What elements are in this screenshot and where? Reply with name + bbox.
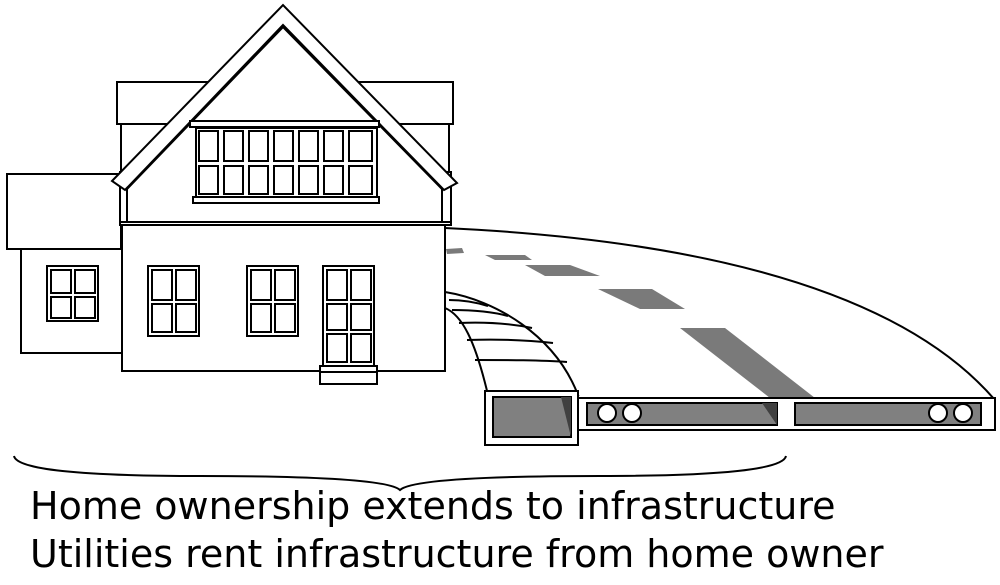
road-marking — [446, 248, 464, 254]
road-cross-section — [578, 398, 995, 430]
caption-utilities-rent: Utilities rent infrastructure from home … — [30, 535, 884, 573]
gable-window — [190, 121, 379, 203]
front-door — [323, 266, 374, 366]
pipe-inner-channel — [493, 397, 571, 437]
window-center — [247, 266, 298, 336]
window-left — [148, 266, 199, 336]
cable-circle — [929, 404, 947, 422]
cable-circle — [598, 404, 616, 422]
cable-circle — [954, 404, 972, 422]
door-step — [320, 366, 377, 384]
annex-window — [47, 266, 98, 321]
annex-roof-block — [7, 174, 121, 249]
pipe-cross-section — [485, 391, 578, 445]
caption-home-ownership: Home ownership extends to infrastructure — [30, 487, 836, 525]
house — [7, 5, 457, 384]
cable-circle — [623, 404, 641, 422]
